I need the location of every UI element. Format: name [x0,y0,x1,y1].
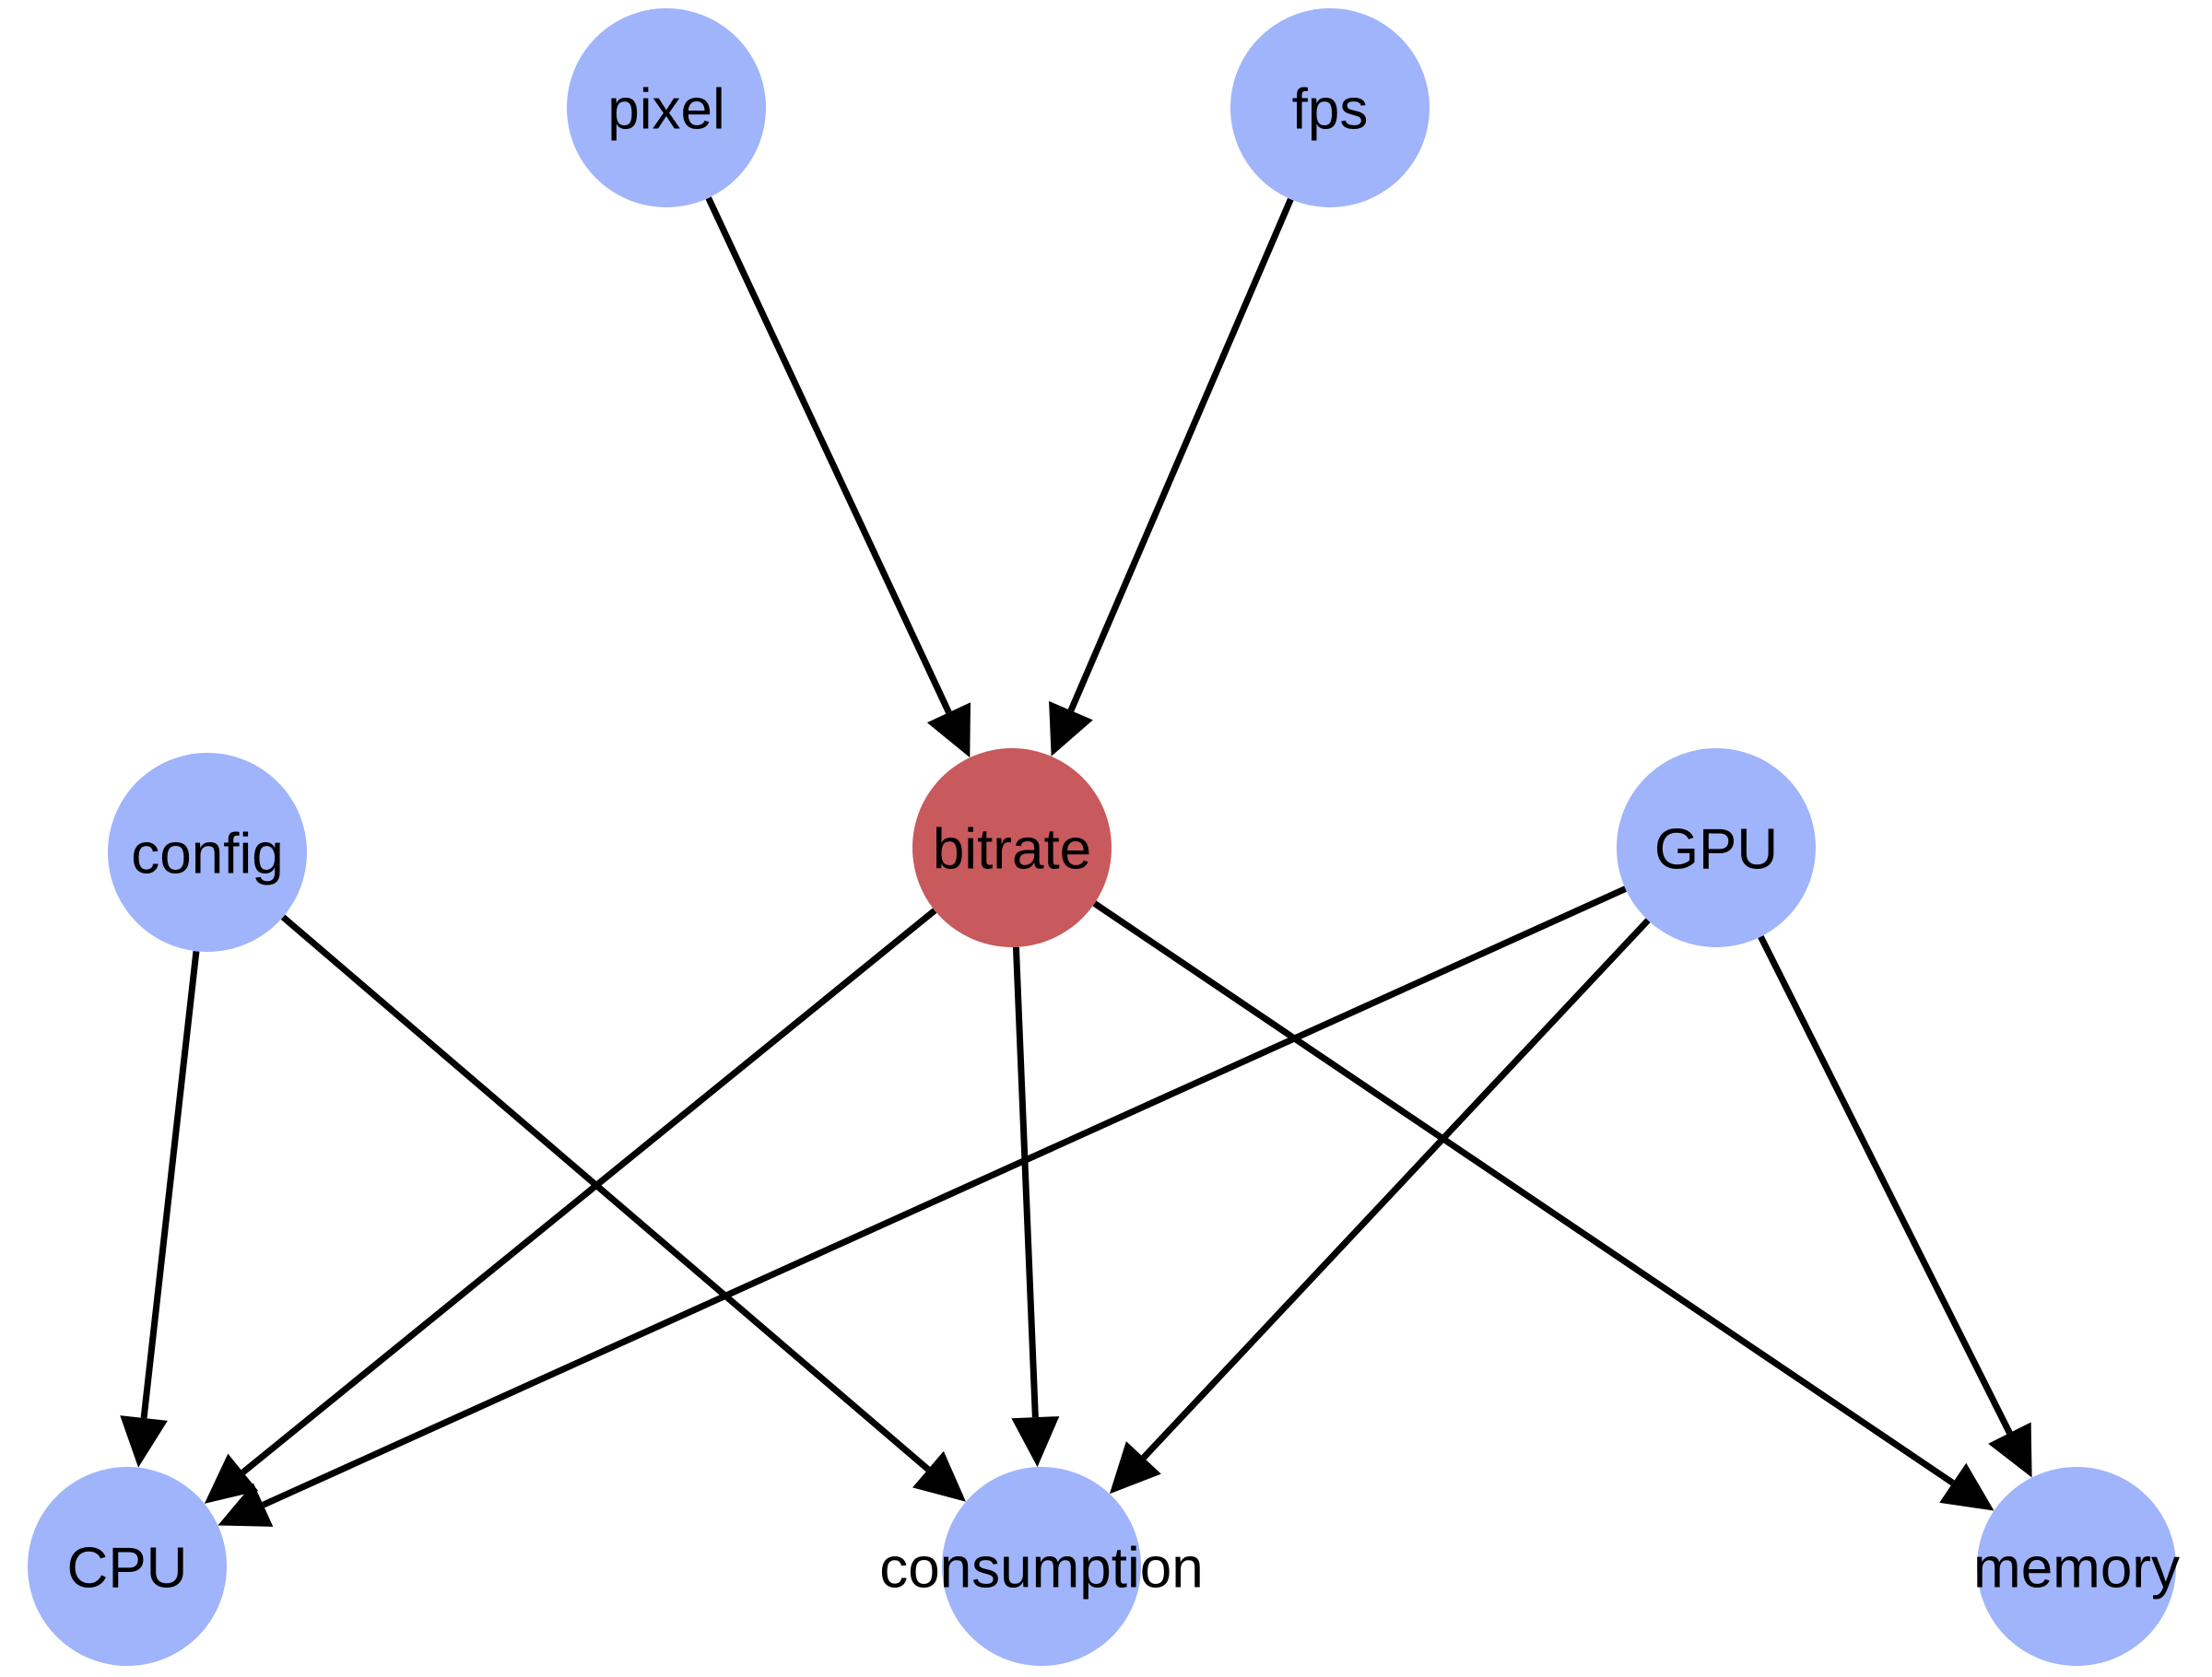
edge-pixel-to-bitrate [705,196,971,758]
node-memory[interactable]: memory [1973,1467,2180,1666]
arrow-head-icon [1109,1441,1161,1495]
edge-GPU-to-consumption [1109,918,1651,1495]
edge-line [1067,197,1294,712]
node-label-GPU: GPU [1654,818,1778,882]
node-bitrate[interactable]: bitrate [912,748,1112,947]
node-pixel[interactable]: pixel [567,8,766,207]
arrow-head-icon [1939,1462,1994,1511]
arrow-head-icon [926,702,971,758]
edge-line [705,196,952,714]
node-label-memory: memory [1973,1537,2180,1601]
edges-layer [120,196,2032,1527]
edge-bitrate-to-memory [1092,900,1994,1511]
node-circle-memory[interactable] [1977,1467,2176,1666]
edge-GPU-to-CPU [218,885,1628,1527]
node-circle-GPU[interactable] [1617,748,1816,947]
arrow-head-icon [1011,1416,1060,1468]
node-label-CPU: CPU [67,1537,188,1601]
edge-fps-to-bitrate [1049,197,1294,756]
edge-line [241,908,937,1475]
node-circle-CPU[interactable] [28,1467,227,1666]
arrow-head-icon [1988,1422,2032,1478]
edge-line [1758,934,2013,1435]
node-circle-consumption[interactable] [942,1467,1141,1666]
node-circle-bitrate[interactable] [912,748,1112,947]
nodes-layer: pixel fps config bitrate GPU CPU consumption me… [28,8,2180,1666]
edge-line [280,914,931,1472]
node-GPU[interactable]: GPU [1617,748,1816,947]
node-config[interactable]: config [108,753,307,952]
node-CPU[interactable]: CPU [28,1467,227,1666]
node-circle-fps[interactable] [1230,8,1430,207]
node-label-consumption: consumption [879,1537,1204,1601]
node-circle-config[interactable] [108,753,307,952]
edge-line [1012,946,1039,1418]
edge-bitrate-to-CPU [204,908,937,1504]
arrow-head-icon [218,1483,274,1527]
node-circle-pixel[interactable] [567,8,766,207]
edge-GPU-to-memory [1758,934,2032,1478]
edge-config-to-consumption [280,914,966,1502]
arrow-head-icon [1049,700,1093,756]
node-label-pixel: pixel [607,78,725,142]
node-label-fps: fps [1292,78,1369,142]
edge-line [1092,900,1955,1486]
arrow-head-icon [204,1453,259,1504]
node-consumption[interactable]: consumption [879,1467,1204,1666]
edge-line [140,950,200,1419]
node-label-config: config [131,823,283,886]
arrow-head-icon [120,1415,168,1468]
edge-bitrate-to-consumption [1011,946,1060,1468]
node-fps[interactable]: fps [1230,8,1430,207]
arrow-head-icon [912,1450,966,1502]
edge-line [1141,918,1651,1460]
node-label-bitrate: bitrate [933,818,1091,882]
edge-line [262,885,1628,1508]
edge-config-to-CPU [120,950,200,1468]
